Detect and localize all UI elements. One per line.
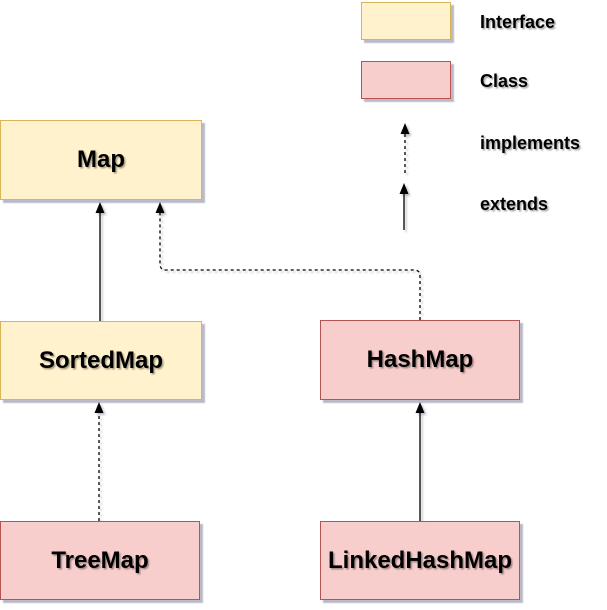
node-treemap-label: TreeMap <box>51 546 149 574</box>
node-treemap: TreeMap <box>0 521 200 600</box>
node-linkedhashmap: LinkedHashMap <box>320 521 520 600</box>
node-linkedhashmap-label: LinkedHashMap <box>327 546 513 574</box>
node-sortedmap: SortedMap <box>0 321 202 400</box>
edge-hashmap-implements-map <box>159 211 421 320</box>
edge-group <box>94 123 425 521</box>
legend-label-interface: Interface <box>480 12 556 32</box>
legend-label-extends: extends <box>480 194 549 214</box>
edge-legend-extends-arrow-arrowhead-icon <box>399 183 409 194</box>
node-map: Map <box>0 120 202 200</box>
legend-label-implements: implements <box>480 133 581 153</box>
node-hashmap-label: HashMap <box>366 346 474 373</box>
node-hashmap: HashMap <box>320 320 520 400</box>
edge-treemap-implements-sortedmap-arrowhead-icon <box>94 402 104 413</box>
edge-legend-implements-arrow-arrowhead-icon <box>400 123 410 134</box>
node-sortedmap-label: SortedMap <box>38 346 163 374</box>
node-map-label: Map <box>77 146 125 173</box>
edge-hashmap-implements-map-arrowhead-icon <box>155 202 165 213</box>
edge-linkedhashmap-extends-hashmap-arrowhead-icon <box>415 402 425 413</box>
legend-class-swatch <box>361 61 451 99</box>
legend-interface-swatch <box>361 2 451 40</box>
legend-label-class: Class <box>480 71 529 91</box>
edge-sortedmap-extends-map-arrowhead-icon <box>95 202 105 213</box>
